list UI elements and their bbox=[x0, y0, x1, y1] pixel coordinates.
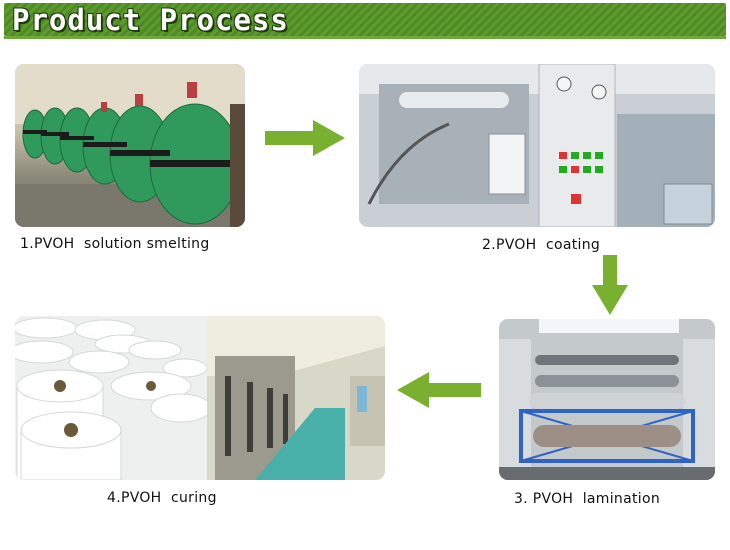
arrow-right-icon bbox=[265, 120, 345, 156]
photo-solution-smelting bbox=[15, 64, 245, 227]
header-banner: Product Process bbox=[4, 3, 726, 39]
arrow-down-icon bbox=[592, 255, 628, 315]
coating-machine-illustration bbox=[359, 64, 715, 227]
photo-curing bbox=[15, 316, 385, 480]
curing-illustration bbox=[15, 316, 385, 480]
arrow-left-icon bbox=[397, 372, 481, 408]
caption-step-4: 4.PVOH curing bbox=[107, 490, 217, 506]
photo-coating bbox=[359, 64, 715, 227]
kettles-illustration bbox=[15, 64, 245, 227]
caption-step-3: 3. PVOH lamination bbox=[514, 491, 660, 507]
caption-step-2: 2.PVOH coating bbox=[482, 237, 601, 253]
caption-step-1: 1.PVOH solution smelting bbox=[20, 236, 210, 252]
lamination-illustration bbox=[499, 319, 715, 480]
page-title: Product Process bbox=[12, 3, 289, 37]
photo-lamination bbox=[499, 319, 715, 480]
